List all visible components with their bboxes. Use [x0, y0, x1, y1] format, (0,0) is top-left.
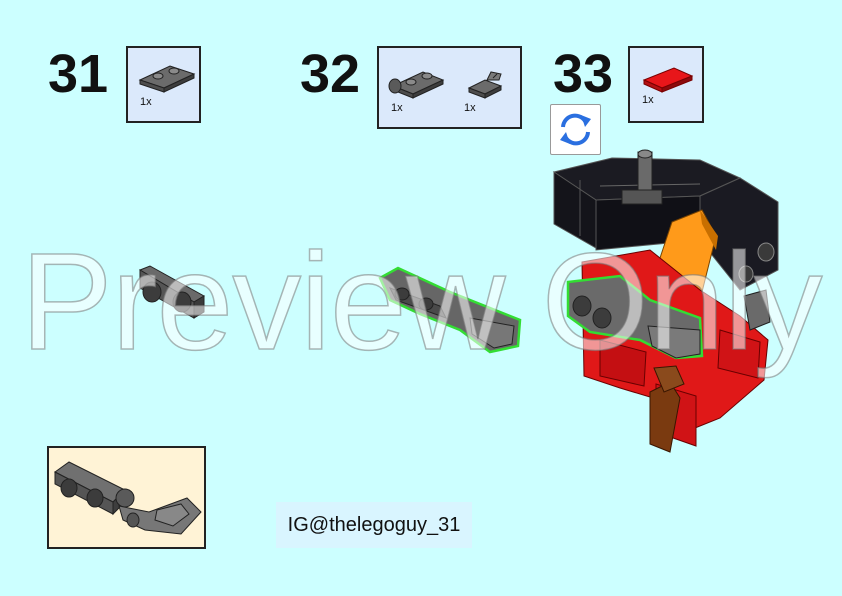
- plate-1x2-part: [138, 265, 205, 319]
- step-33-parts-callout: 1x: [628, 46, 704, 123]
- step-32-parts-callout: 1x 1x: [377, 46, 522, 129]
- plate-1x2-dark-gray-icon: [138, 65, 196, 93]
- highlighted-handle-plate: [378, 266, 522, 354]
- plate-with-handle-dark-gray-icon: [388, 71, 445, 99]
- step-32-part2-qty: 1x: [464, 102, 476, 114]
- clip-dark-gray-icon: [467, 71, 503, 99]
- tile-1x2-red-icon: [642, 67, 694, 93]
- step-31-number: 31: [48, 44, 109, 104]
- assembled-model: [552, 149, 779, 453]
- step-31-parts-callout: 1x: [126, 46, 201, 123]
- rotate-view-button[interactable]: [550, 104, 601, 155]
- step-32-part1-qty: 1x: [391, 102, 403, 114]
- step-32-number: 32: [300, 44, 361, 104]
- subassembly-callout: [47, 446, 206, 549]
- preview-watermark: Preview Only: [20, 225, 823, 379]
- credit-label: IG@thelegoguy_31: [276, 502, 472, 548]
- rotate-arrows-icon: [560, 113, 591, 146]
- step-31-part-qty: 1x: [140, 96, 152, 108]
- step-33-number: 33: [553, 44, 614, 104]
- step-33-part-qty: 1x: [642, 94, 654, 106]
- plate-with-clip-assembly-icon: [54, 461, 202, 535]
